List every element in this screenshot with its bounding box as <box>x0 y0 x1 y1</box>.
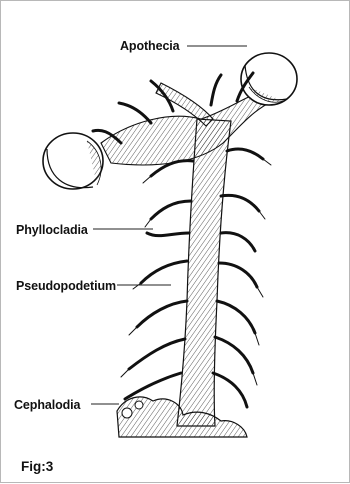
label-apothecia: Apothecia <box>120 39 180 53</box>
figure-caption: Fig:3 <box>21 459 53 474</box>
pseudopodetium-stem <box>177 119 231 426</box>
label-pseudopodetium: Pseudopodetium <box>16 279 116 293</box>
apothecium-left <box>43 133 103 189</box>
label-cephalodia: Cephalodia <box>14 398 80 412</box>
label-phyllocladia: Phyllocladia <box>16 223 88 237</box>
